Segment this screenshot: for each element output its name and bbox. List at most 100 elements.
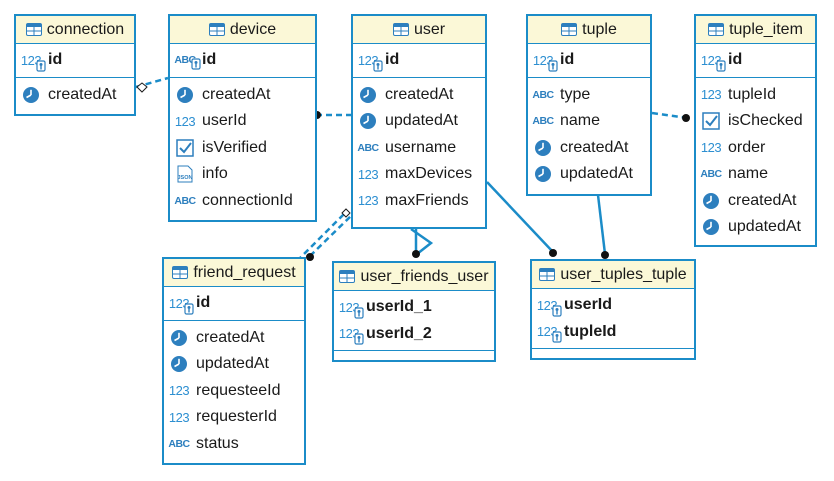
text-type-icon: ABC	[532, 88, 554, 101]
entity-header: connection	[16, 16, 134, 44]
clock-icon	[357, 112, 379, 130]
number-key-icon: 123	[338, 325, 364, 345]
column-row[interactable]: updatedAt	[164, 351, 304, 378]
column-name: order	[728, 138, 766, 156]
column-name: requesterId	[196, 408, 277, 426]
column-row[interactable]: createdAt	[528, 135, 650, 162]
columns-section: createdAt	[16, 78, 134, 109]
number-key-icon: 123	[338, 298, 364, 319]
link-user-usertuples	[486, 181, 554, 253]
column-row[interactable]: createdAt	[696, 188, 815, 215]
entity-header: tuple	[528, 16, 650, 44]
column-name: tupleId	[728, 85, 777, 103]
svg-text:JSON: JSON	[178, 175, 193, 181]
column-name: status	[196, 434, 239, 452]
link-tuple-usertuples	[596, 194, 607, 255]
table-icon	[339, 270, 356, 283]
column-row[interactable]: createdAt	[353, 82, 485, 109]
column-row[interactable]: updatedAt	[353, 108, 485, 135]
column-row[interactable]: 123 requesterId	[164, 404, 304, 431]
entity-title: tuple	[582, 20, 617, 38]
entity-header: user_tuples_tuple	[532, 261, 694, 289]
entity-title: connection	[46, 20, 125, 38]
column-row[interactable]: createdAt	[170, 82, 315, 109]
column-row[interactable]: ABC connectionId	[170, 188, 315, 215]
column-name: connectionId	[202, 191, 293, 209]
column-name: maxFriends	[385, 191, 469, 209]
entity-title: user_tuples_tuple	[560, 265, 687, 283]
dot-marker	[412, 250, 420, 258]
link-friendrequest-user-2	[296, 212, 346, 262]
column-row[interactable]: updatedAt	[528, 161, 650, 188]
column-name: userId	[564, 296, 613, 314]
diamond-marker	[341, 208, 351, 218]
column-name: id	[728, 51, 743, 69]
number-type-icon: 123	[700, 87, 722, 103]
table-icon	[25, 23, 42, 36]
clock-icon	[700, 218, 722, 236]
text-type-icon: ABC	[174, 194, 196, 207]
dot-marker	[306, 253, 314, 261]
column-row[interactable]: isChecked	[696, 108, 815, 135]
column-row[interactable]: 123 order	[696, 135, 815, 162]
clock-icon	[174, 86, 196, 104]
table-icon	[392, 23, 409, 36]
column-name: userId_1	[366, 298, 432, 316]
column-name: isChecked	[728, 112, 803, 130]
entity-title: user	[413, 20, 446, 38]
clock-icon	[700, 192, 722, 210]
column-row[interactable]: updatedAt	[696, 214, 815, 241]
dot-marker	[682, 114, 690, 122]
number-key-icon: 123	[700, 51, 726, 72]
dot-marker	[549, 249, 557, 257]
column-name: tupleId	[564, 322, 617, 340]
column-name: id	[202, 51, 217, 69]
link-user-friends-arrow	[410, 227, 434, 255]
number-type-icon: 123	[168, 409, 190, 425]
column-row[interactable]: createdAt	[16, 82, 134, 109]
number-key-icon: 123	[532, 51, 558, 72]
number-type-icon: 123	[700, 140, 722, 156]
clock-icon	[357, 86, 379, 104]
number-type-icon: 123	[174, 113, 196, 129]
column-name: updatedAt	[728, 218, 801, 236]
column-row[interactable]: isVerified	[170, 135, 315, 162]
column-name: name	[728, 165, 769, 183]
column-row[interactable]: createdAt	[164, 325, 304, 352]
column-row[interactable]: 123 tupleId	[696, 82, 815, 109]
